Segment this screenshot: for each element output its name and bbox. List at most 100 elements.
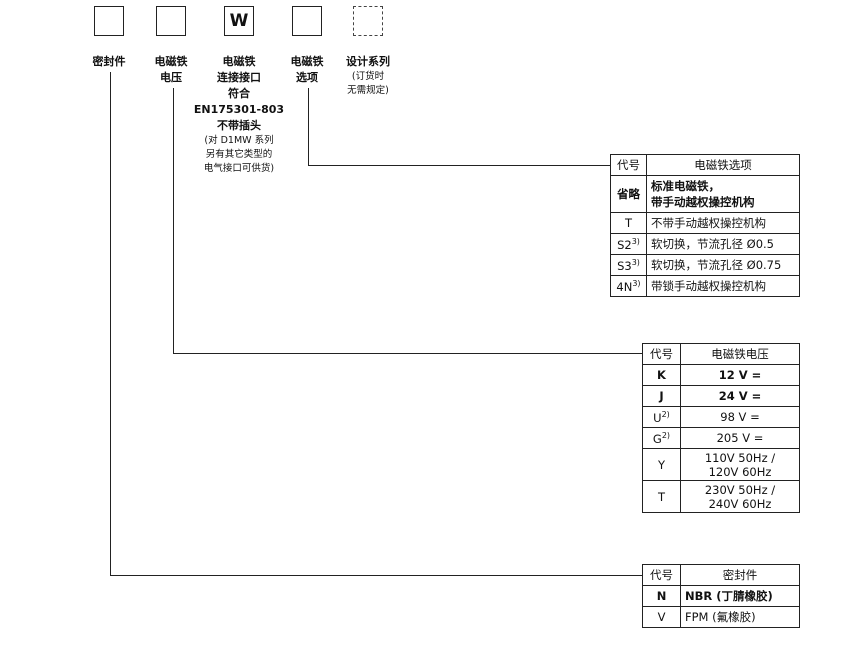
voltage-row-desc: 12 V =: [680, 364, 800, 386]
code-box-series: [353, 6, 383, 36]
voltage-row-desc: 205 V =: [680, 427, 800, 449]
options-code-text: S2: [617, 237, 632, 252]
options-header-code: 代号: [610, 154, 647, 176]
options-row-code: 省略: [610, 175, 647, 213]
options-desc-line1: 标准电磁铁，: [651, 179, 720, 193]
label-connector-line2: 连接接口: [217, 71, 261, 84]
table-row: N NBR (丁腈橡胶): [642, 585, 800, 607]
label-series-note1: (订货时: [351, 71, 385, 82]
options-code-text: T: [624, 216, 633, 230]
voltage-header-code: 代号: [642, 343, 681, 365]
voltage-row-code: U2): [642, 406, 681, 428]
leader-seal-vertical: [110, 72, 111, 576]
voltage-row-desc: 98 V =: [680, 406, 800, 428]
label-connector-line3: 符合: [228, 87, 250, 100]
options-table: 代号 电磁铁选项 省略 标准电磁铁， 带手动越权操控机构 T 不带手动越权操控机…: [610, 154, 800, 297]
label-voltage-line2: 电压: [160, 71, 182, 84]
table-row: S23) 软切换，节流孔径 Ø0.5: [610, 233, 800, 255]
options-code-footnote: 3): [631, 257, 640, 267]
label-voltage: 电磁铁 电压: [141, 54, 201, 86]
voltage-table: 代号 电磁铁电压 K 12 V = J 24 V = U2) 98 V = G2…: [642, 343, 800, 513]
seal-row-desc: NBR (丁腈橡胶): [680, 585, 800, 607]
options-code-footnote: 3): [632, 278, 641, 288]
options-row-code: 4N3): [610, 275, 647, 297]
leader-voltage-vertical: [173, 88, 174, 354]
seal-row-code: N: [642, 585, 681, 607]
table-row: G2) 205 V =: [642, 427, 800, 449]
code-box-voltage: [156, 6, 186, 36]
label-connector-note3: 电气接口可供货): [203, 163, 275, 174]
voltage-table-header: 代号 电磁铁电压: [642, 343, 800, 365]
label-series-line1: 设计系列: [346, 55, 390, 68]
leader-options-vertical: [308, 88, 309, 166]
voltage-row-code: K: [642, 364, 681, 386]
label-connector-note1: (对 D1MW 系列: [204, 135, 274, 146]
seal-row-code: V: [642, 606, 681, 628]
voltage-row-desc: 110V 50Hz / 120V 60Hz: [680, 448, 800, 481]
options-code-text: 4N: [616, 279, 633, 294]
voltage-code-text: Y: [657, 457, 666, 472]
voltage-row-code: J: [642, 385, 681, 407]
voltage-code-footnote: 2): [661, 409, 670, 419]
label-seal-text: 密封件: [92, 55, 126, 68]
label-voltage-line1: 电磁铁: [154, 55, 188, 68]
options-row-desc: 带锁手动越权操控机构: [646, 275, 800, 297]
options-code-text: 省略: [617, 187, 640, 201]
seal-row-desc: FPM (氟橡胶): [680, 606, 800, 628]
seal-table-header: 代号 密封件: [642, 564, 800, 586]
voltage-code-text: T: [657, 489, 666, 504]
leader-options-horizontal: [308, 165, 610, 166]
table-row: T 不带手动越权操控机构: [610, 212, 800, 234]
label-series: 设计系列 (订货时 无需规定): [333, 54, 403, 98]
voltage-code-text: J: [659, 389, 664, 403]
voltage-row-desc: 230V 50Hz / 240V 60Hz: [680, 480, 800, 513]
options-row-desc: 不带手动越权操控机构: [646, 212, 800, 234]
seal-header-code: 代号: [642, 564, 681, 586]
voltage-desc-line2: 120V 60Hz: [708, 464, 772, 479]
seal-code-text: N: [656, 589, 667, 603]
voltage-code-text: K: [657, 368, 666, 382]
voltage-code-text: G: [652, 431, 662, 446]
table-row: V FPM (氟橡胶): [642, 606, 800, 628]
voltage-desc-line1: 110V 50Hz /: [704, 450, 776, 465]
options-code-text: S3: [617, 258, 632, 273]
options-row-code: S33): [610, 254, 647, 276]
seal-table: 代号 密封件 N NBR (丁腈橡胶) V FPM (氟橡胶): [642, 564, 800, 628]
table-row: J 24 V =: [642, 385, 800, 407]
label-options-line1: 电磁铁: [290, 55, 324, 68]
label-connector-line1: 电磁铁: [222, 55, 256, 68]
table-row: K 12 V =: [642, 364, 800, 386]
options-row-desc: 标准电磁铁， 带手动越权操控机构: [646, 175, 800, 213]
label-series-note2: 无需规定): [347, 85, 389, 96]
label-connector-line4: EN175301-803: [193, 103, 285, 116]
voltage-row-code: T: [642, 480, 681, 513]
options-row-desc: 软切换，节流孔径 Ø0.75: [646, 254, 800, 276]
seal-header-desc: 密封件: [680, 564, 800, 586]
voltage-code-footnote: 2): [661, 430, 671, 440]
voltage-row-desc: 24 V =: [680, 385, 800, 407]
label-connector: 电磁铁 连接接口 符合 EN175301-803 不带插头 (对 D1MW 系列…: [189, 54, 289, 176]
table-row: S33) 软切换，节流孔径 Ø0.75: [610, 254, 800, 276]
seal-code-text: V: [657, 610, 666, 624]
code-box-seal: [94, 6, 124, 36]
options-header-desc: 电磁铁选项: [646, 154, 800, 176]
voltage-desc-line2: 240V 60Hz: [708, 496, 772, 511]
label-options: 电磁铁 选项: [277, 54, 337, 86]
voltage-row-code: Y: [642, 448, 681, 481]
table-row: 省略 标准电磁铁， 带手动越权操控机构: [610, 175, 800, 213]
table-row: U2) 98 V =: [642, 406, 800, 428]
voltage-row-code: G2): [642, 427, 681, 449]
options-desc-line2: 带手动越权操控机构: [651, 195, 755, 209]
leader-seal-horizontal: [110, 575, 642, 576]
voltage-desc-line1: 230V 50Hz /: [704, 482, 776, 497]
leader-voltage-horizontal: [173, 353, 642, 354]
options-table-header: 代号 电磁铁选项: [610, 154, 800, 176]
options-row-desc: 软切换，节流孔径 Ø0.5: [646, 233, 800, 255]
table-row: 4N3) 带锁手动越权操控机构: [610, 275, 800, 297]
table-row: T 230V 50Hz / 240V 60Hz: [642, 480, 800, 513]
code-box-options: [292, 6, 322, 36]
options-row-code: T: [610, 212, 647, 234]
label-options-line2: 选项: [296, 71, 318, 84]
label-connector-line5: 不带插头: [217, 119, 261, 132]
options-row-code: S23): [610, 233, 647, 255]
